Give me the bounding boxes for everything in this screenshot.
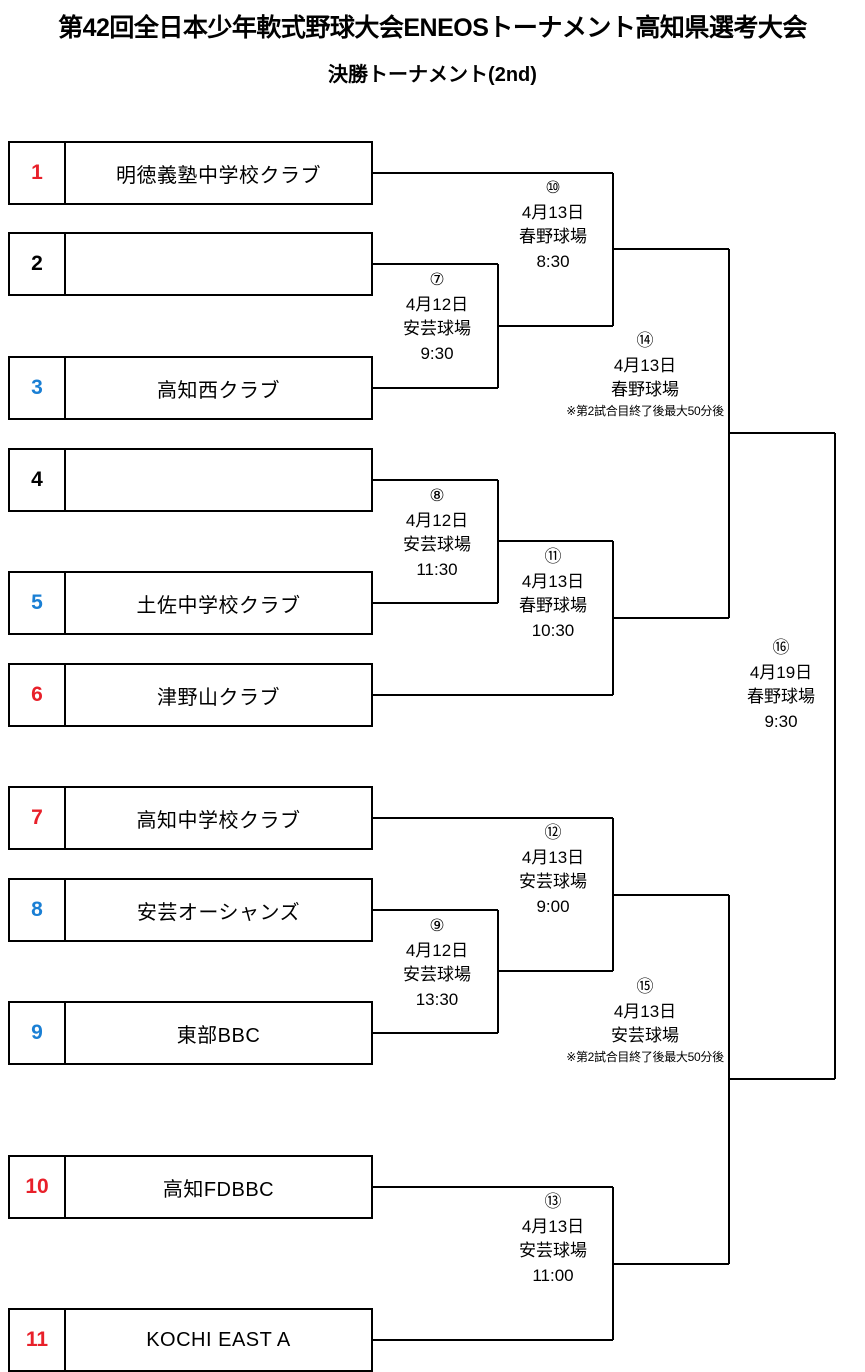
match-venue: 安芸球場 <box>403 319 471 339</box>
match-time: 13:30 <box>415 989 459 1009</box>
match-date: 4月12日 <box>405 940 469 960</box>
match-note: ※第2試合目終了後最大50分後 <box>566 1049 724 1064</box>
seed-number: 4 <box>10 450 66 510</box>
seed-number: 3 <box>10 358 66 418</box>
match-venue: 春野球場 <box>611 380 679 400</box>
seed-row-1[interactable]: 1 明徳義塾中学校クラブ <box>8 141 373 205</box>
match-number: ⑧ <box>429 486 445 505</box>
team-name: 安芸オーシャンズ <box>136 901 301 924</box>
match-label-12[interactable]: ⑫ 4月13日 安芸球場 9:00 <box>494 821 612 920</box>
match-venue: 安芸球場 <box>519 872 587 892</box>
seed-number: 5 <box>10 573 66 633</box>
page-subtitle: 決勝トーナメント(2nd) <box>328 64 537 86</box>
match-venue: 春野球場 <box>519 227 587 247</box>
match-number: ⑩ <box>545 178 561 197</box>
match-time: 8:30 <box>536 251 570 271</box>
match-venue: 安芸球場 <box>403 965 471 985</box>
match-number: ⑬ <box>544 1192 562 1211</box>
seed-number: 1 <box>10 143 66 203</box>
match-label-14[interactable]: ⑭ 4月13日 春野球場 ※第2試合目終了後最大50分後 <box>564 329 726 420</box>
seed-number: 9 <box>10 1003 66 1063</box>
match-time: 10:30 <box>531 620 575 640</box>
seed-row-8[interactable]: 8 安芸オーシャンズ <box>8 878 373 942</box>
match-date: 4月13日 <box>521 1216 585 1236</box>
match-number: ⑪ <box>544 547 562 566</box>
seed-row-3[interactable]: 3 高知西クラブ <box>8 356 373 420</box>
match-venue: 安芸球場 <box>519 1241 587 1261</box>
match-date: 4月13日 <box>613 355 677 375</box>
match-time: 9:30 <box>764 711 798 731</box>
seed-number: 7 <box>10 788 66 848</box>
match-label-15[interactable]: ⑮ 4月13日 安芸球場 ※第2試合目終了後最大50分後 <box>564 975 726 1066</box>
match-date: 4月19日 <box>749 662 813 682</box>
match-date: 4月13日 <box>521 202 585 222</box>
team-name <box>66 450 371 510</box>
match-number: ⑦ <box>429 270 445 289</box>
match-note: ※第2試合目終了後最大50分後 <box>566 403 724 418</box>
match-label-10[interactable]: ⑩ 4月13日 春野球場 8:30 <box>494 176 612 275</box>
match-time: 11:30 <box>416 559 458 579</box>
match-venue: 春野球場 <box>747 687 815 707</box>
match-time: 9:30 <box>420 343 454 363</box>
match-date: 4月12日 <box>405 510 469 530</box>
team-name: 高知中学校クラブ <box>136 809 301 832</box>
seed-row-10[interactable]: 10 高知FDBBC <box>8 1155 373 1219</box>
seed-row-2[interactable]: 2 <box>8 232 373 296</box>
match-venue: 安芸球場 <box>611 1026 679 1046</box>
match-number: ⑫ <box>544 823 562 842</box>
team-name: KOCHI EAST A <box>146 1328 291 1351</box>
seed-number: 8 <box>10 880 66 940</box>
seed-row-6[interactable]: 6 津野山クラブ <box>8 663 373 727</box>
match-date: 4月13日 <box>613 1001 677 1021</box>
match-label-16[interactable]: ⑯ 4月19日 春野球場 9:30 <box>722 636 840 735</box>
match-number: ⑯ <box>772 638 790 657</box>
seed-row-5[interactable]: 5 土佐中学校クラブ <box>8 571 373 635</box>
seed-row-4[interactable]: 4 <box>8 448 373 512</box>
match-date: 4月13日 <box>521 571 585 591</box>
match-date: 4月13日 <box>521 847 585 867</box>
match-number: ⑮ <box>636 977 654 996</box>
seed-number: 11 <box>10 1310 66 1370</box>
seed-row-7[interactable]: 7 高知中学校クラブ <box>8 786 373 850</box>
match-venue: 安芸球場 <box>403 535 471 555</box>
team-name: 東部BBC <box>176 1024 261 1047</box>
page-title: 第42回全日本少年軟式野球大会ENEOSトーナメント高知県選考大会 <box>58 14 807 42</box>
team-name: 高知西クラブ <box>157 379 280 402</box>
seed-number: 2 <box>10 234 66 294</box>
match-label-11[interactable]: ⑪ 4月13日 春野球場 10:30 <box>494 545 612 644</box>
team-name <box>66 234 371 294</box>
match-time: 11:00 <box>532 1265 574 1285</box>
match-time: 9:00 <box>536 896 570 916</box>
seed-row-11[interactable]: 11 KOCHI EAST A <box>8 1308 373 1372</box>
seed-number: 6 <box>10 665 66 725</box>
team-name: 明徳義塾中学校クラブ <box>116 164 321 187</box>
seed-row-9[interactable]: 9 東部BBC <box>8 1001 373 1065</box>
team-name: 高知FDBBC <box>162 1178 275 1201</box>
seed-number: 10 <box>10 1157 66 1217</box>
match-label-9[interactable]: ⑨ 4月12日 安芸球場 13:30 <box>378 914 496 1013</box>
match-label-8[interactable]: ⑧ 4月12日 安芸球場 11:30 <box>378 484 496 583</box>
team-name: 津野山クラブ <box>157 686 280 709</box>
match-venue: 春野球場 <box>519 596 587 616</box>
match-date: 4月12日 <box>405 294 469 314</box>
match-number: ⑭ <box>636 331 654 350</box>
match-label-13[interactable]: ⑬ 4月13日 安芸球場 11:00 <box>494 1190 612 1289</box>
team-name: 土佐中学校クラブ <box>136 594 301 617</box>
match-label-7[interactable]: ⑦ 4月12日 安芸球場 9:30 <box>378 268 496 367</box>
match-number: ⑨ <box>429 916 445 935</box>
